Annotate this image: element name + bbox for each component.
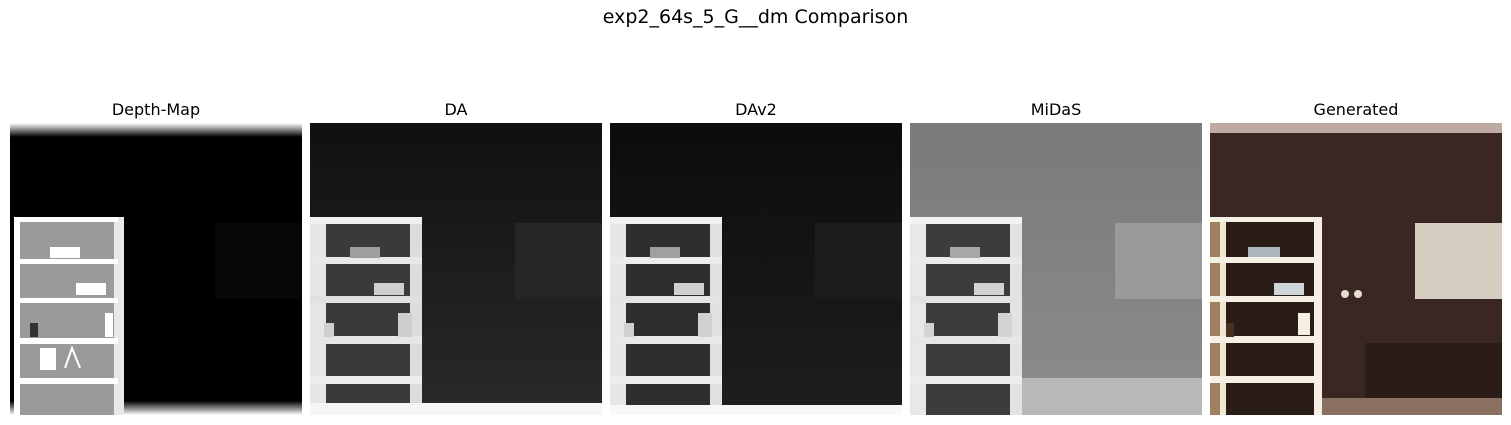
panel-da: DA [310,98,602,415]
panel-title: MiDaS [1030,100,1082,119]
panel-title: Generated [1313,100,1399,119]
panel-midas: MiDaS [910,98,1202,415]
midas-image [910,123,1202,415]
panel-depth-map: Depth-Map [10,98,302,415]
depth-map-image [10,123,302,415]
da-image [310,123,602,415]
panel-dav2: DAv2 [610,98,902,415]
figure-title: exp2_64s_5_G__dm Comparison [602,6,909,28]
panel-title: Depth-Map [111,100,201,119]
panel-title: DA [444,100,468,119]
panel-generated: Generated [1210,98,1502,415]
dav2-image [610,123,902,415]
panel-title: DAv2 [735,100,777,119]
generated-image [1210,123,1502,415]
